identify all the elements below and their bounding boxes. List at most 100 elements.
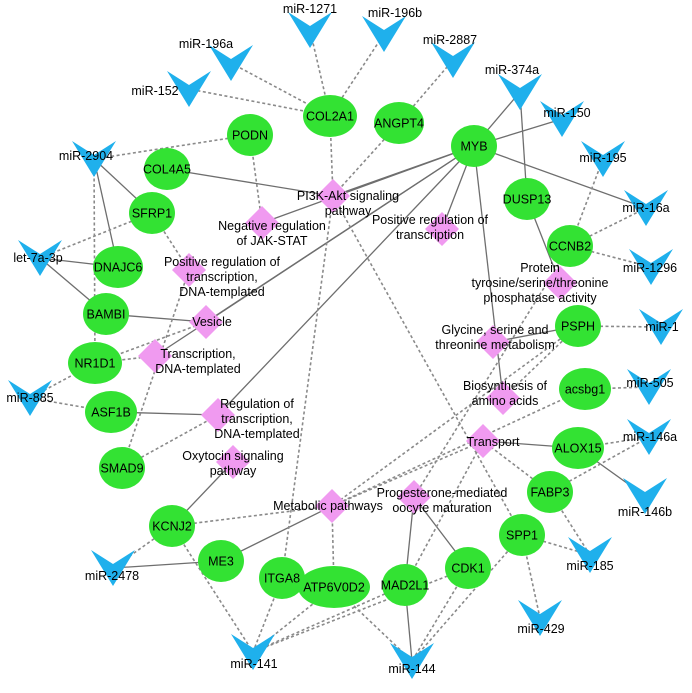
mirna-label-miR-150: miR-150: [543, 106, 590, 120]
mirna-label-miR-144: miR-144: [388, 662, 435, 676]
gene-node-ITGA8: [259, 557, 305, 599]
gene-label-FABP3: FABP3: [531, 486, 570, 500]
mirna-label-miR-146b: miR-146b: [618, 505, 672, 519]
gene-node-MYB: [451, 125, 497, 167]
mirna-label-miR-374a: miR-374a: [485, 63, 539, 77]
gene-label-ANGPT4: ANGPT4: [374, 117, 424, 131]
mirna-node-miR-185: [568, 537, 612, 573]
mirna-label-miR-505: miR-505: [626, 376, 673, 390]
mirna-label-miR-185: miR-185: [566, 559, 613, 573]
mirna-node-miR-2887: [431, 42, 475, 78]
mirna-label-miR-2904: miR-2904: [59, 149, 113, 163]
gene-label-SPP1: SPP1: [506, 529, 538, 543]
gene-label-PODN: PODN: [232, 129, 268, 143]
gene-label-ITGA8: ITGA8: [264, 572, 300, 586]
mirna-label-miR-1296: miR-1296: [623, 261, 677, 275]
gene-label-PSPH: PSPH: [561, 320, 595, 334]
mirna-node-miR-196a: [209, 45, 253, 81]
gene-label-ME3: ME3: [208, 555, 234, 569]
mirna-node-miR-1: [639, 309, 683, 345]
edge-MYB-miR-16a: [473, 145, 647, 209]
pathway-node-pi3k: [316, 179, 350, 213]
gene-label-acsbg1: acsbg1: [565, 383, 605, 397]
mirna-label-miR-195: miR-195: [579, 151, 626, 165]
edge-KCNJ2-metab: [171, 505, 333, 527]
mirna-node-miR-16a: [624, 190, 668, 226]
edge-SPP1-miR-144: [411, 534, 523, 662]
gene-label-MAD2L1: MAD2L1: [381, 579, 430, 593]
edge-CCNB2-miR-195: [569, 158, 604, 247]
gene-node-DUSP13: [504, 178, 550, 220]
mirna-node-miR-2904: [72, 141, 116, 177]
gene-node-ME3: [198, 540, 244, 582]
gene-node-SFRP1: [129, 192, 175, 234]
mirna-node-miR-885: [8, 380, 52, 416]
mirna-node-miR-146a: [627, 419, 671, 455]
gene-node-CDK1: [445, 547, 491, 589]
pathway-node-transport: [466, 424, 500, 458]
pathway-node-posregdna: [172, 253, 206, 287]
mirna-node-miR-196b: [362, 16, 406, 52]
edge-MYB-vesicle: [205, 145, 475, 323]
pathway-label-metab: Metabolic pathways: [273, 499, 383, 513]
pathway-node-regtrans: [201, 398, 235, 432]
mirna-label-let-7a-3p: let-7a-3p: [13, 251, 62, 265]
gene-node-PSPH: [555, 305, 601, 347]
gene-node-ALOX15: [552, 427, 604, 469]
edge-SPP1-pi3k: [332, 195, 523, 536]
pathway-node-vesicle: [189, 305, 223, 339]
gene-node-PODN: [227, 114, 273, 156]
gene-label-COL2A1: COL2A1: [306, 110, 354, 124]
pathway-node-ptp: [543, 266, 577, 300]
mirna-node-miR-152: [167, 71, 211, 107]
mirna-node-miR-1296: [629, 249, 673, 285]
edge-MYB-regtrans: [217, 145, 475, 416]
gene-label-NR1D1: NR1D1: [75, 357, 116, 371]
mirna-label-miR-1: miR-1: [645, 320, 678, 334]
gene-label-ATP6V0D2: ATP6V0D2: [303, 581, 365, 595]
edge-KCNJ2-miR-141: [171, 525, 254, 653]
pathway-node-gly: [476, 325, 510, 359]
gene-label-COL4A5: COL4A5: [143, 163, 191, 177]
gene-node-COL4A5: [144, 148, 190, 190]
mirna-node-miR-141: [231, 634, 275, 670]
pathway-node-metab: [315, 489, 349, 523]
mirna-label-miR-196a: miR-196a: [179, 37, 233, 51]
gene-node-ASF1B: [85, 391, 137, 433]
pathway-label-vesicle: Vesicle: [192, 315, 232, 329]
pathway-node-negjak: [245, 206, 279, 240]
gene-node-DNAJC6: [93, 246, 143, 288]
mirna-label-miR-429: miR-429: [517, 622, 564, 636]
gene-label-MYB: MYB: [460, 140, 487, 154]
mirna-node-miR-144: [390, 643, 434, 679]
edge-PSPH-metab: [331, 325, 579, 507]
mirna-node-miR-2478: [91, 550, 135, 586]
gene-label-DUSP13: DUSP13: [503, 193, 552, 207]
edge-PODN-miR-2904: [93, 134, 251, 160]
mirna-label-miR-16a: miR-16a: [622, 201, 669, 215]
mirna-label-miR-152: miR-152: [131, 84, 178, 98]
gene-node-NR1D1: [68, 342, 122, 384]
mirna-node-miR-150: [540, 101, 584, 137]
pathway-label-trans: Transcription,DNA-templated: [155, 347, 240, 376]
gene-node-SMAD9: [99, 447, 145, 489]
mirna-label-miR-2887: miR-2887: [423, 33, 477, 47]
gene-node-FABP3: [527, 471, 573, 513]
mirna-node-let-7a-3p: [18, 240, 62, 276]
gene-label-CCNB2: CCNB2: [549, 240, 591, 254]
mirna-label-miR-2478: miR-2478: [85, 569, 139, 583]
edge-MYB-negjak: [261, 145, 475, 224]
edge-COL2A1-miR-1271: [309, 29, 331, 117]
pathway-node-prog: [397, 480, 431, 514]
mirna-label-miR-1271: miR-1271: [283, 2, 337, 16]
gene-node-BAMBI: [83, 293, 129, 335]
edge-acsbg1-metab: [331, 388, 586, 507]
mirna-label-miR-885: miR-885: [6, 391, 53, 405]
gene-label-CDK1: CDK1: [451, 562, 484, 576]
